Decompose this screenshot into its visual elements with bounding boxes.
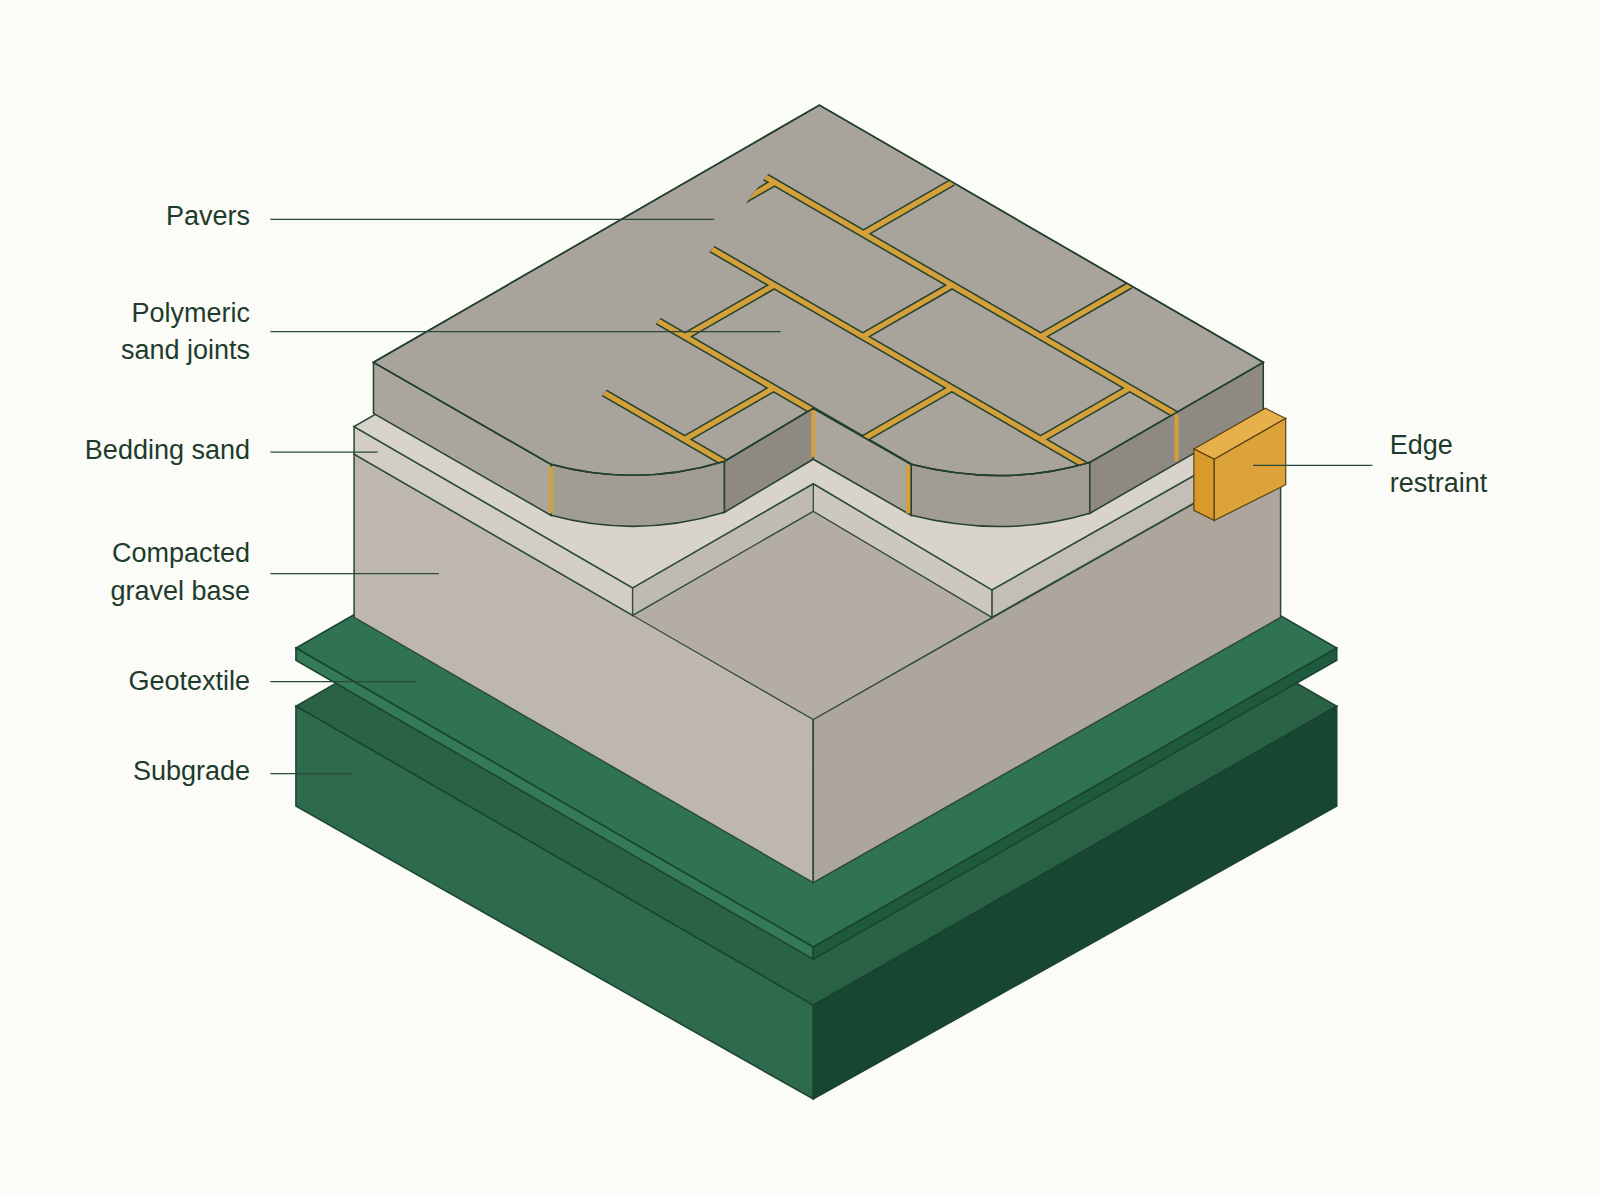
- joint-outline: [507, 285, 596, 336]
- joint-sand: [730, 157, 1196, 427]
- joint-outline: [1041, 285, 1130, 336]
- joint-outline: [685, 388, 774, 439]
- paver-top: [373, 105, 1263, 581]
- part-label: Compacted gravel base: [85, 536, 250, 612]
- joint-outline: [1041, 388, 1130, 439]
- part-label: Subgrade: [133, 754, 250, 792]
- joint-outline: [463, 311, 929, 581]
- joint-sand: [685, 388, 774, 439]
- joint-outline: [863, 182, 952, 233]
- joint-sand: [863, 182, 952, 233]
- leader-lines: [270, 219, 1372, 773]
- joint-sand: [1041, 285, 1130, 336]
- joint-sand: [641, 208, 1107, 478]
- part-label: Bedding sand: [85, 432, 250, 470]
- joint-sand: [1041, 388, 1130, 439]
- geotextile-sheet: [296, 349, 1337, 959]
- paver-joints: [463, 157, 1197, 581]
- joint-sand: [552, 259, 1018, 529]
- subgrade-slab: [296, 407, 1337, 1099]
- part-label: Geotextile: [128, 663, 250, 701]
- part-label: Polymeric sand joints: [85, 295, 250, 371]
- face-joints: [551, 410, 1177, 513]
- edge-restraint-block: [1194, 408, 1286, 520]
- joint-sand: [685, 182, 774, 233]
- joint-outline: [685, 285, 774, 336]
- joint-outline: [507, 388, 596, 439]
- joint-sand: [463, 311, 929, 581]
- joint-sand: [863, 388, 952, 439]
- joint-sand: [685, 285, 774, 336]
- joint-outline: [863, 388, 952, 439]
- joint-sand: [863, 285, 952, 336]
- part-label: Edge restraint: [1390, 428, 1530, 504]
- joint-outline: [730, 157, 1196, 427]
- joint-outline: [552, 259, 1018, 529]
- joint-outline: [684, 491, 773, 542]
- joint-outline: [863, 285, 952, 336]
- joint-sand: [684, 491, 773, 542]
- joint-sand: [507, 388, 596, 439]
- part-label: Pavers: [166, 198, 250, 236]
- joint-sand: [507, 285, 596, 336]
- joint-outline: [641, 208, 1107, 478]
- joint-outline: [685, 182, 774, 233]
